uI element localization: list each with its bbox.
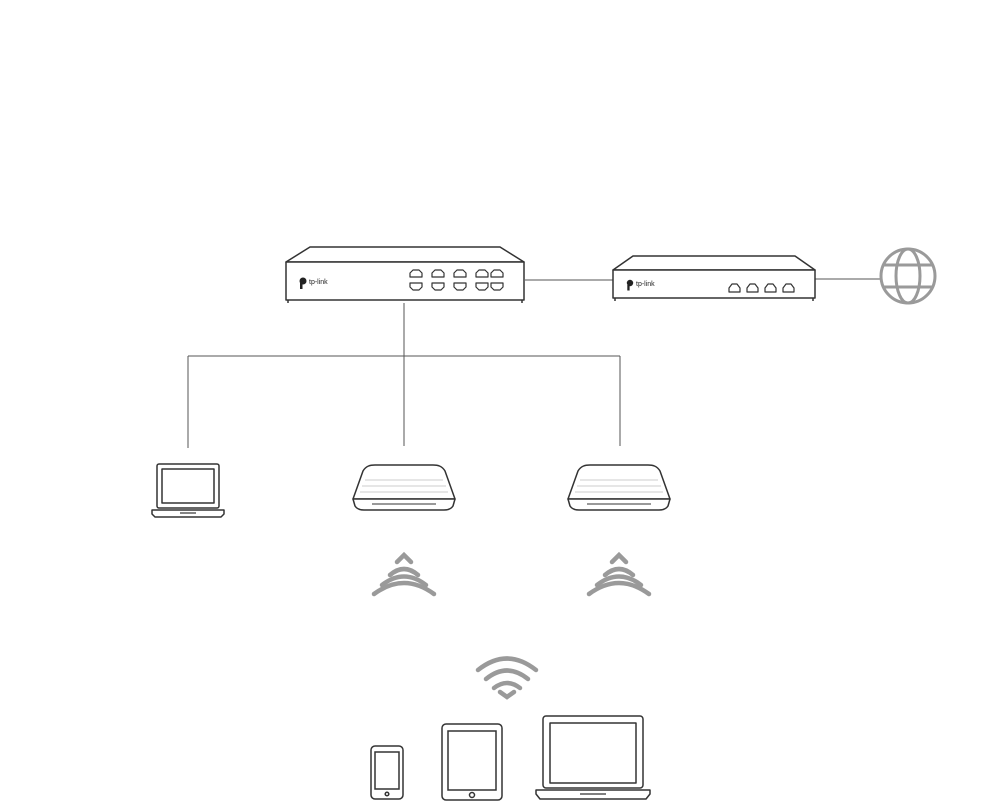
smartphone-icon xyxy=(371,746,403,799)
wifi-icon xyxy=(478,659,536,698)
svg-text:tp-link: tp-link xyxy=(309,279,328,286)
wired-links xyxy=(188,279,880,448)
laptop-icon xyxy=(152,464,224,517)
globe-icon xyxy=(881,249,935,303)
access-point-icon xyxy=(568,465,670,510)
switch-device: tp-link xyxy=(286,247,524,303)
laptop-icon xyxy=(536,716,650,799)
svg-text:tp-link: tp-link xyxy=(636,281,655,288)
access-point-icon xyxy=(353,465,455,510)
tablet-icon xyxy=(442,724,502,800)
wifi-signal-icon xyxy=(374,555,434,594)
router-device: tp-link xyxy=(613,256,815,301)
wifi-signal-icon xyxy=(589,555,649,594)
